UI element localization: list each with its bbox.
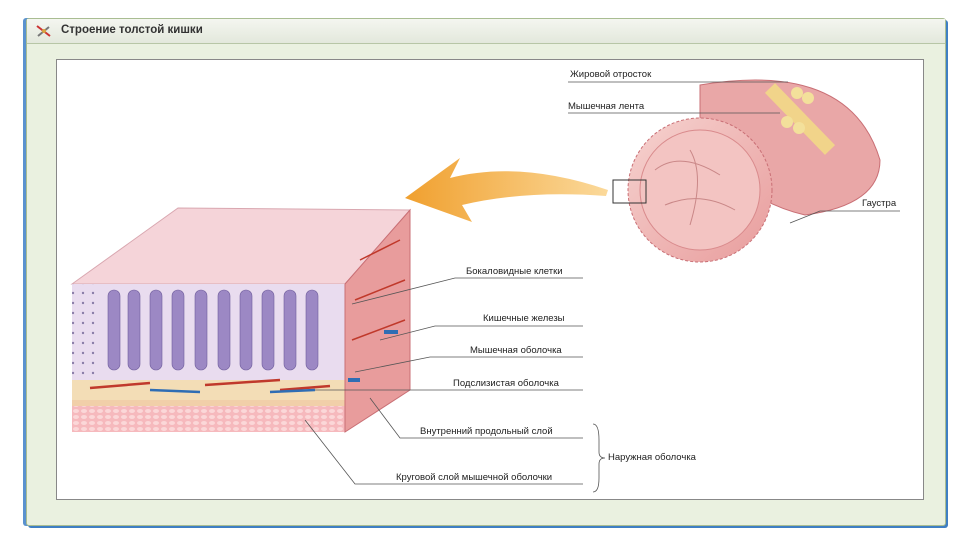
label-inner-longitudinal: Внутренний продольный слой [420, 426, 553, 437]
label-muscle-band: Мышечная лента [568, 101, 644, 112]
label-goblet-cells: Бокаловидные клетки [466, 266, 563, 277]
fat-process [791, 87, 803, 99]
label-fat-process: Жировой отросток [570, 69, 651, 80]
label-circular-layer: Круговой слой мышечной оболочки [396, 472, 552, 483]
zoom-arrow [405, 158, 608, 222]
label-muscular-mucosa: Мышечная оболочка [470, 345, 562, 356]
label-submucosa: Подслизистая оболочка [453, 378, 559, 389]
colon-tube [613, 80, 880, 262]
label-intestinal-glands: Кишечные железы [483, 313, 565, 324]
label-outer-coat: Наружная оболочка [608, 452, 696, 463]
tissue-block [72, 208, 410, 432]
label-haustra: Гаустра [862, 198, 896, 209]
